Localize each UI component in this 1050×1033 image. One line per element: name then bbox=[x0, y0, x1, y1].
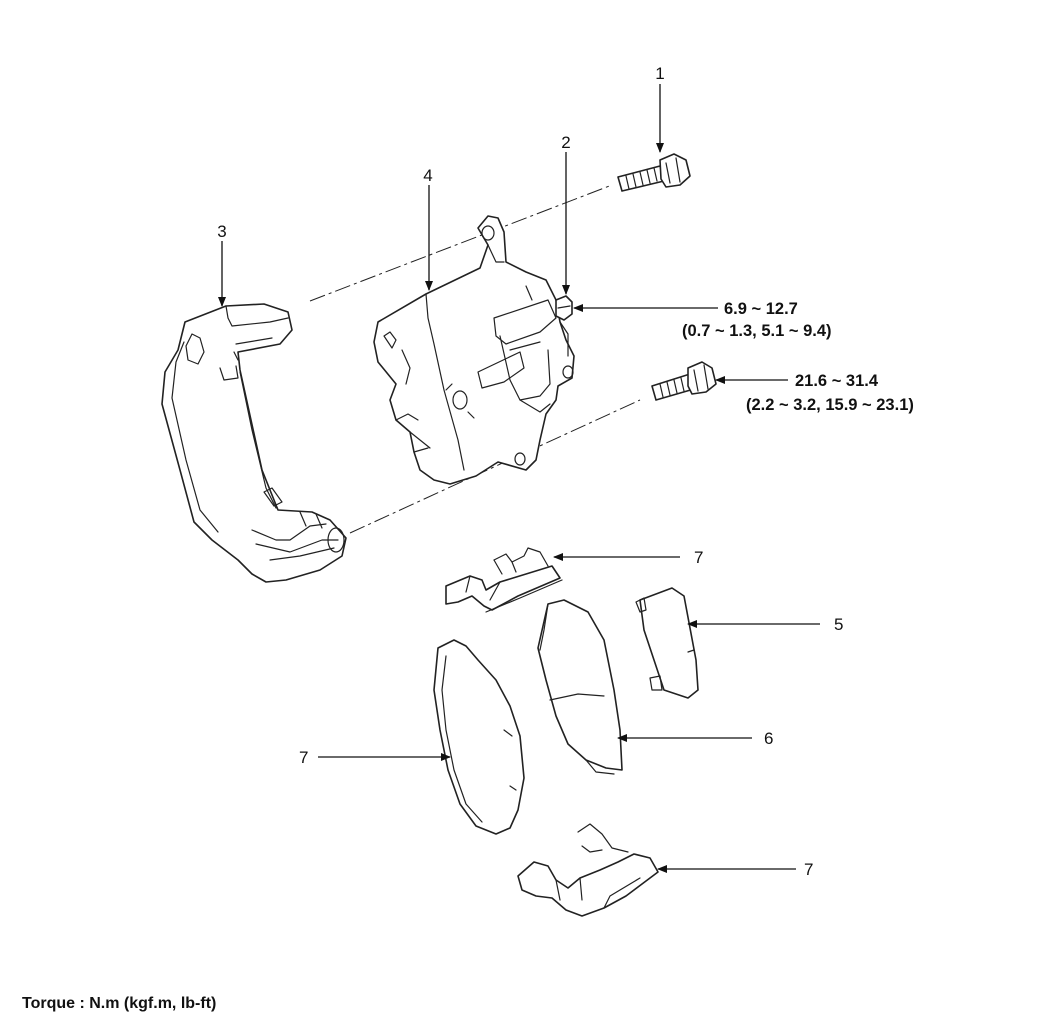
callout-7-lower: 7 bbox=[804, 860, 813, 879]
pad-spring-clip-lower-part-7 bbox=[517, 823, 659, 917]
caliper-mounting-bolt bbox=[651, 361, 717, 401]
callout-5: 5 bbox=[834, 615, 843, 634]
callout-6: 6 bbox=[764, 729, 773, 748]
pad-shim-part-5 bbox=[635, 587, 699, 699]
bleeder-screw-part-2 bbox=[555, 295, 573, 321]
torque-mounting-bolt: 21.6 ~ 31.4 bbox=[795, 372, 879, 390]
brake-pad-outer-part-7 bbox=[433, 639, 525, 835]
callout-7-upper: 7 bbox=[694, 548, 703, 567]
guide-rod-bolt-part-1 bbox=[617, 153, 691, 192]
callout-4: 4 bbox=[423, 166, 432, 185]
caliper-bracket-part-3 bbox=[161, 303, 347, 583]
torque-mounting-bolt-alt: (2.2 ~ 3.2, 15.9 ~ 23.1) bbox=[746, 396, 914, 414]
torque-guide-rod-bolt-alt: (0.7 ~ 1.3, 5.1 ~ 9.4) bbox=[682, 322, 832, 340]
brake-pad-inner-part-6 bbox=[537, 599, 623, 775]
callout-3: 3 bbox=[217, 222, 226, 241]
leader-lines bbox=[218, 84, 820, 873]
torque-units-footnote: Torque : N.m (kgf.m, lb-ft) bbox=[22, 995, 216, 1012]
callout-1: 1 bbox=[655, 64, 664, 83]
callout-7-left: 7 bbox=[299, 748, 308, 767]
callout-2: 2 bbox=[561, 133, 570, 152]
torque-guide-rod-bolt: 6.9 ~ 12.7 bbox=[724, 300, 798, 318]
alignment-lines bbox=[309, 184, 641, 534]
caliper-body-part-4 bbox=[373, 215, 575, 485]
pad-spring-clip-upper-part-7 bbox=[445, 547, 563, 613]
